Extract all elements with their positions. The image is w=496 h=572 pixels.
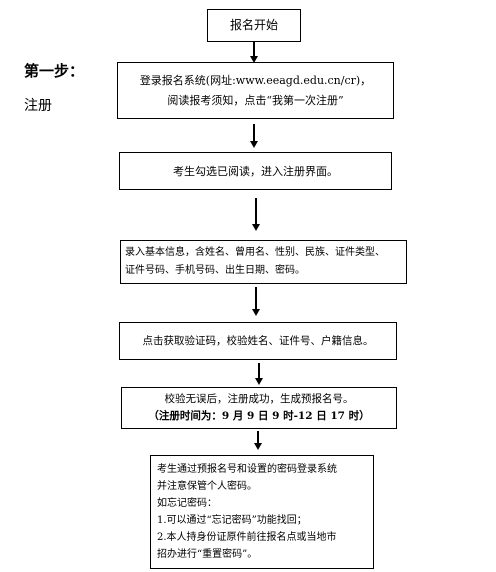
flow-step-success: 校验无误后，注册成功，生成预报名号。 （注册时间为：9 月 9 日 9 时-12… [121,387,397,429]
flow-step-read: 考生勾选已阅读，进入注册界面。 [119,152,392,190]
flow-step-basic-info: 录入基本信息，含姓名、曾用名、性别、民族、证件类型、 证件号码、手机号码、出生日… [120,240,407,284]
flow-step-verify: 点击获取验证码，校验姓名、证件号、户籍信息。 [119,322,397,360]
flow-step-password-line-6: 招办进行“重置密码”。 [157,549,258,560]
flow-step-login-line-2: 阅读报考须知，点击“我第一次注册” [167,93,344,107]
flow-step-password-line-2: 并注意保管个人密码。 [157,481,257,492]
flow-step-password-line-3: 如忘记密码： [157,498,217,509]
flow-step-password-line-1: 考生通过预报名号和设置的密码登录系统 [157,464,337,475]
flow-step-start: 报名开始 [207,9,301,42]
flow-step-success-line-1: 校验无误后，注册成功，生成预报名号。 [164,393,354,405]
flow-step-password: 考生通过预报名号和设置的密码登录系统 并注意保管个人密码。 如忘记密码： 1.可… [150,455,374,569]
flow-step-login-line-1: 登录报名系统(网址:www.eeagd.edu.cn/cr)， [139,73,372,87]
flow-step-basic-info-line-1: 录入基本信息，含姓名、曾用名、性别、民族、证件类型、 [125,247,385,258]
flow-step-read-text: 考生勾选已阅读，进入注册界面。 [173,164,338,178]
flow-step-password-line-4: 1.可以通过“忘记密码”功能找回； [157,515,307,526]
flow-step-login: 登录报名系统(网址:www.eeagd.edu.cn/cr)， 阅读报考须知，点… [117,62,394,119]
flow-step-success-line-2: （注册时间为：9 月 9 日 9 时-12 日 17 时） [148,410,370,422]
step-title: 第一步： [24,62,85,80]
step-subtitle: 注册 [24,98,52,114]
flow-step-start-text: 报名开始 [229,18,278,32]
flow-step-basic-info-line-2: 证件号码、手机号码、出生日期、密码。 [125,265,305,276]
flow-step-verify-text: 点击获取验证码，校验姓名、证件号、户籍信息。 [142,334,374,347]
flow-step-password-line-5: 2.本人持身份证原件前往报名点或当地市 [157,532,337,543]
